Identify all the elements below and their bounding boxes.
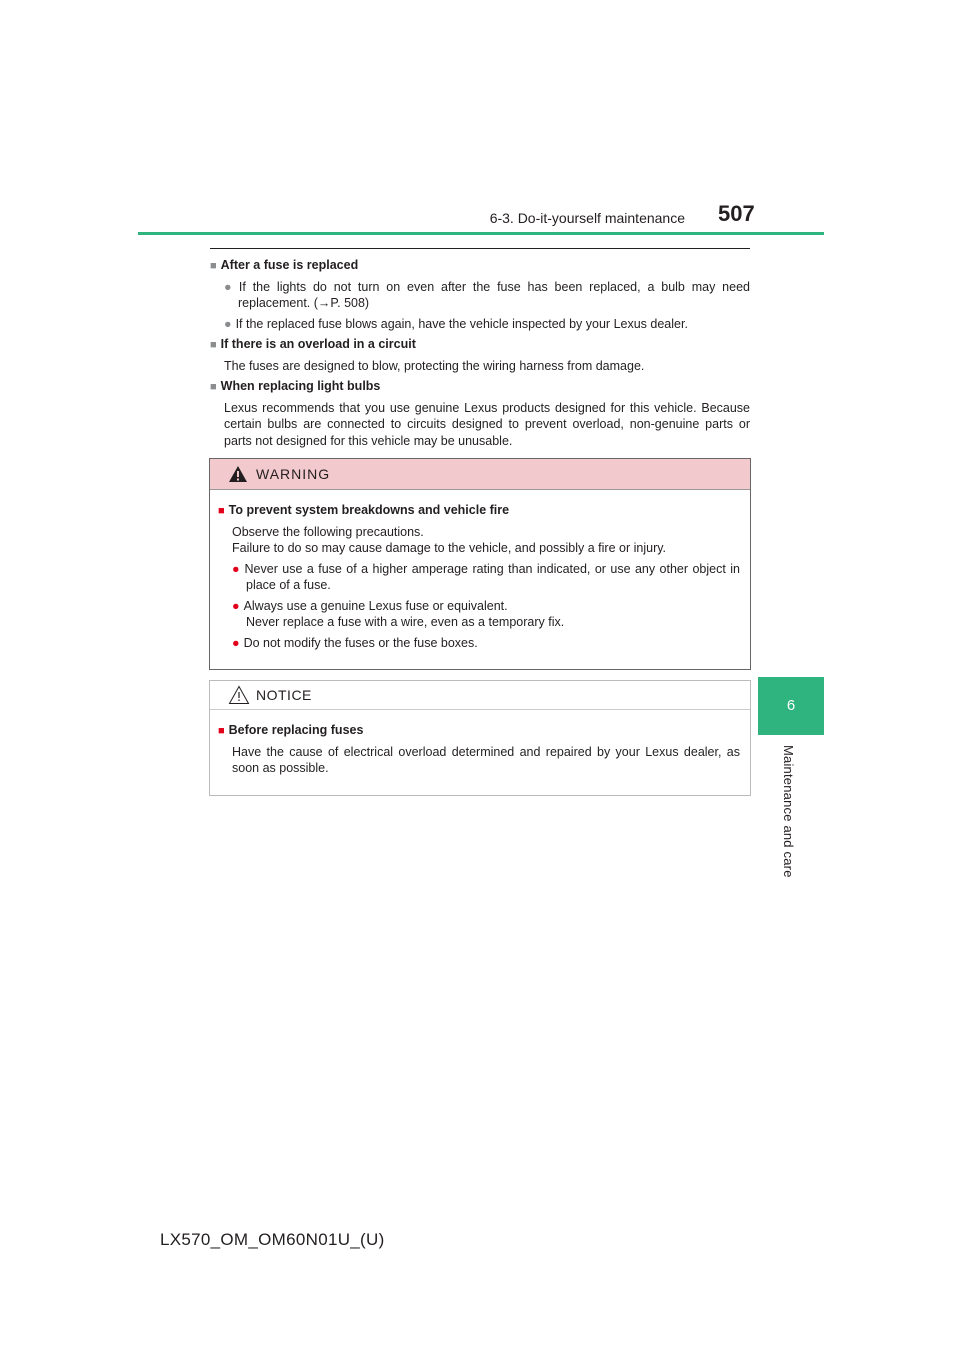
notice-text: Have the cause of electrical overload de… [232, 744, 740, 776]
overload-heading: ■If there is an overload in a circuit [210, 337, 416, 351]
warning-bullet-1: ●Never use a fuse of a higher amperage r… [232, 561, 740, 593]
notice-label: NOTICE [256, 687, 312, 703]
chapter-label: Maintenance and care [781, 745, 796, 878]
chapter-tab: 6 [758, 677, 824, 735]
bulbs-heading: ■When replacing light bulbs [210, 379, 381, 393]
fuse-replaced-heading: ■After a fuse is replaced [210, 258, 359, 272]
overload-text: The fuses are designed to blow, protecti… [224, 358, 645, 373]
notice-header: NOTICE [210, 681, 750, 710]
circle-bullet-icon: ● [224, 279, 235, 294]
circle-bullet-icon: ● [232, 598, 240, 613]
square-bullet-icon: ■ [210, 339, 217, 351]
square-bullet-icon: ■ [210, 381, 217, 393]
circle-bullet-icon: ● [224, 316, 232, 331]
warning-line-1: Observe the following precautions. [232, 524, 424, 539]
warning-triangle-icon [229, 466, 247, 482]
page-number: 507 [718, 201, 755, 226]
fuse-replaced-bullet-1: ●If the lights do not turn on even after… [224, 279, 750, 311]
caution-triangle-icon [228, 685, 250, 704]
fuse-replaced-bullet-2: ●If the replaced fuse blows again, have … [224, 316, 688, 331]
notice-body: ■Before replacing fuses Have the cause o… [210, 710, 750, 777]
chapter-number: 6 [786, 697, 796, 714]
warning-line-2: Failure to do so may cause damage to the… [232, 541, 667, 555]
notice-title: ■Before replacing fuses [218, 723, 364, 737]
notice-box: NOTICE ■Before replacing fuses Have the … [209, 680, 751, 796]
square-bullet-icon: ■ [218, 725, 225, 737]
square-bullet-icon: ■ [218, 505, 225, 517]
warning-label: WARNING [256, 466, 331, 482]
square-bullet-icon: ■ [210, 260, 217, 272]
warning-bullet-3: ●Do not modify the fuses or the fuse box… [232, 635, 478, 650]
warning-box: WARNING ■To prevent system breakdowns an… [209, 458, 751, 670]
section-title: 6-3. Do-it-yourself maintenance [489, 210, 685, 226]
main-content: ■After a fuse is replaced ●If the lights… [210, 257, 750, 449]
circle-bullet-icon: ● [232, 635, 240, 650]
warning-header: WARNING [210, 459, 750, 490]
document-code: LX570_OM_OM60N01U_(U) [160, 1230, 385, 1249]
warning-title: ■To prevent system breakdowns and vehicl… [218, 503, 510, 517]
warning-bullet-2: ●Always use a genuine Lexus fuse or equi… [232, 598, 565, 630]
warning-body: ■To prevent system breakdowns and vehicl… [210, 490, 750, 651]
header-rule [138, 232, 824, 235]
circle-bullet-icon: ● [232, 561, 241, 576]
content-rule [210, 248, 750, 249]
bulbs-text: Lexus recommends that you use genuine Le… [224, 400, 750, 448]
